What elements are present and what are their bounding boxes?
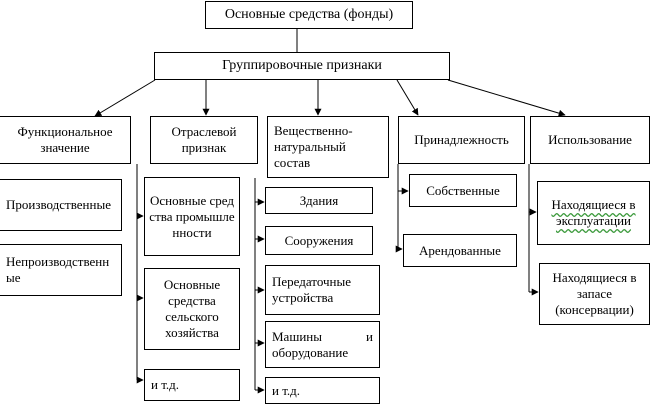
category-label: Вещественно-натуральный состав bbox=[274, 123, 353, 170]
item-in-reserve: Находящиеся в запасе (консервации) bbox=[539, 263, 650, 325]
item-label: Собственные bbox=[426, 182, 500, 198]
grouping-label: Группировочные признаки bbox=[222, 58, 382, 73]
item-label: Производственные bbox=[6, 197, 111, 212]
category-label: Принадлежность bbox=[414, 132, 509, 147]
category-usage: Использование bbox=[530, 116, 650, 164]
root-label: Основные средства (фонды) bbox=[224, 7, 394, 22]
category-industry: Отраслевой признак bbox=[150, 116, 258, 164]
item-leased: Арендованные bbox=[403, 234, 517, 267]
item-nonproduction: Непроизводственные bbox=[0, 244, 122, 296]
item-structures: Сооружения bbox=[265, 226, 373, 255]
item-in-operation: Находящиеся в эксплуатации bbox=[537, 181, 650, 245]
category-label: Использование bbox=[548, 132, 632, 147]
category-label: Функциональное значение bbox=[17, 124, 113, 155]
item-machinery: Машины и оборудование bbox=[265, 321, 380, 368]
item-agricultural-assets: Основные средства сельского хозяйства bbox=[144, 268, 240, 350]
item-label: и т.д. bbox=[272, 382, 301, 398]
item-transmission: Передаточные устройства bbox=[265, 265, 380, 315]
item-industry-etc: и т.д. bbox=[144, 369, 240, 401]
item-buildings: Здания bbox=[265, 187, 373, 214]
item-own: Собственные bbox=[409, 174, 517, 207]
category-functional: Функциональное значение bbox=[0, 116, 131, 164]
item-label: Здания bbox=[299, 192, 339, 208]
category-material: Вещественно-натуральный состав bbox=[267, 116, 389, 178]
grouping-node: Группировочные признаки bbox=[154, 52, 450, 80]
item-label: Находящиеся в запасе (консервации) bbox=[552, 270, 637, 317]
item-material-etc: и т.д. bbox=[265, 377, 380, 404]
item-label: Основные средства сельского хозяйства bbox=[163, 277, 221, 340]
item-label: и т.д. bbox=[151, 377, 180, 392]
category-ownership: Принадлежность bbox=[398, 116, 525, 164]
item-label: Непроизводственные bbox=[6, 254, 110, 285]
category-label: Отраслевой признак bbox=[171, 124, 237, 155]
item-production: Производственные bbox=[0, 179, 122, 231]
item-label: Арендованные bbox=[419, 242, 501, 258]
item-label: Находящиеся в эксплуатации bbox=[551, 197, 636, 228]
item-label: Основные средства промышленности bbox=[149, 192, 235, 240]
item-label: Передаточные устройства bbox=[272, 274, 351, 305]
item-label: Сооружения bbox=[284, 232, 354, 248]
item-label: Машины и оборудование bbox=[272, 328, 373, 360]
root-node: Основные средства (фонды) bbox=[205, 1, 413, 29]
item-industrial-assets: Основные средства промышленности bbox=[144, 177, 240, 256]
